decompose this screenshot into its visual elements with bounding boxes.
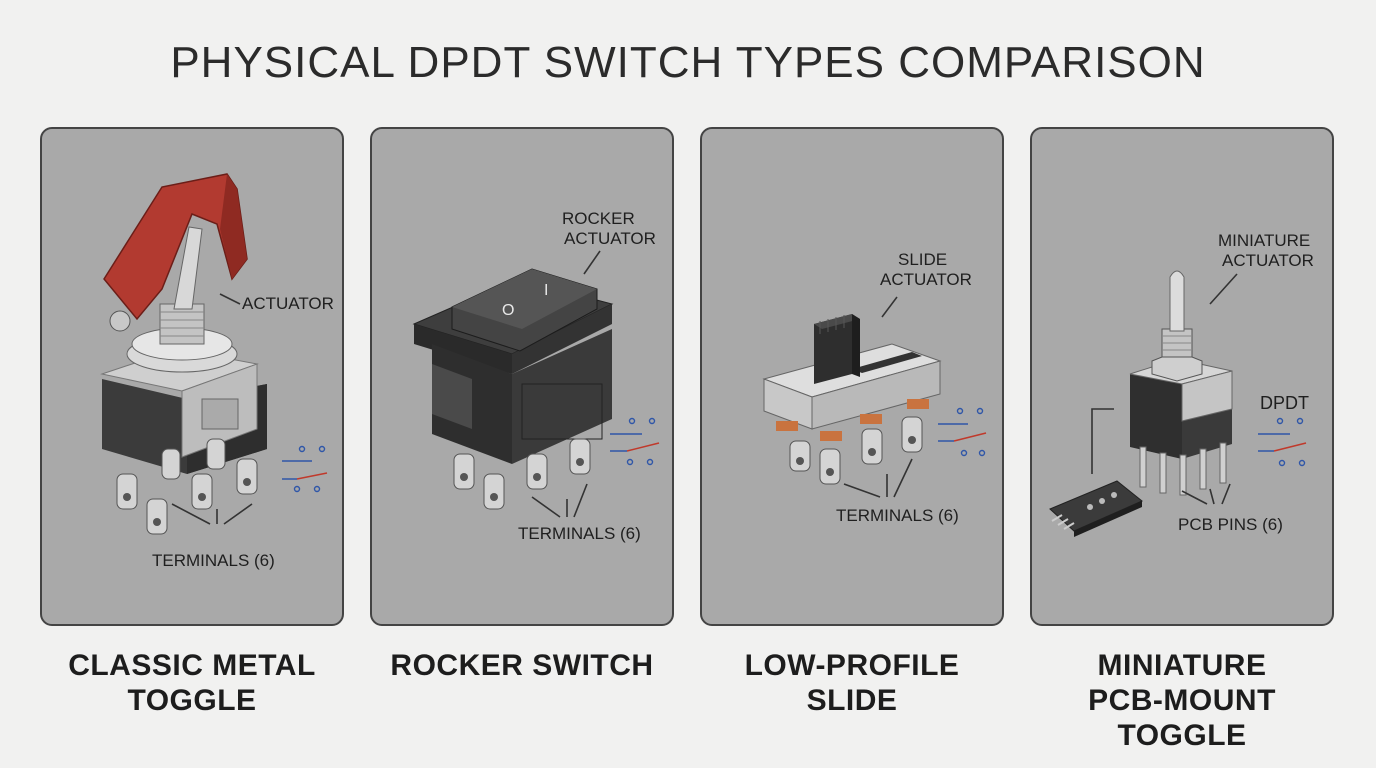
caption-line: ROCKER SWITCH [390,649,654,682]
panel-classic-toggle: ACTUATOR TERMINALS (6) [40,127,344,626]
caption-classic-toggle: CLASSIC METAL TOGGLE [40,648,344,718]
caption-line: CLASSIC METAL [68,649,316,682]
slide-label-line1: SLIDE [898,250,948,269]
rocker-switch-illustration: O I [412,250,660,518]
actuator-label: ACTUATOR [242,294,334,313]
slide-switch-illustration [762,296,987,498]
rocker-label-line2: ACTUATOR [564,229,656,248]
terminals-label: TERMINALS (6) [836,506,959,525]
slide-label-line2: ACTUATOR [880,270,972,289]
dpdt-schematic-icon [282,445,328,493]
pcb-pins-label: PCB PINS (6) [1178,515,1283,534]
panel-rocker-switch: O I [370,127,674,626]
caption-line: PCB-MOUNT TOGGLE [1088,684,1276,752]
caption-line: SLIDE [806,684,898,717]
panel-slide-switch: SLIDE ACTUATOR TERMINALS (6) [700,127,1004,626]
caption-line: LOW-PROFILE [744,649,960,682]
rocker-label-line1: ROCKER [562,209,635,228]
panel-miniature-toggle: MINIATURE ACTUATOR DPDT PCB PINS (6) [1030,127,1334,626]
miniature-toggle-illustration [1049,270,1307,537]
dpdt-schematic-icon [610,417,660,466]
page-title: PHYSICAL DPDT SWITCH TYPES COMPARISON [170,38,1206,87]
classic-toggle-illustration [100,173,328,535]
rocker-off-symbol: O [502,302,514,319]
terminals-label: TERMINALS (6) [518,524,641,543]
caption-miniature-toggle: MINIATURE PCB-MOUNT TOGGLE [1030,648,1334,753]
miniature-label-line1: MINIATURE [1218,231,1311,250]
terminals-label: TERMINALS (6) [152,551,275,570]
rocker-on-symbol: I [544,282,548,299]
dpdt-type-label: DPDT [1260,393,1309,413]
caption-line: MINIATURE [1097,649,1267,682]
miniature-label-line2: ACTUATOR [1222,251,1314,270]
caption-line: TOGGLE [127,684,257,717]
caption-slide-switch: LOW-PROFILE SLIDE [700,648,1004,718]
dpdt-schematic-icon [938,407,987,457]
caption-rocker-switch: ROCKER SWITCH [370,648,674,683]
dpdt-schematic-icon [1258,417,1307,467]
